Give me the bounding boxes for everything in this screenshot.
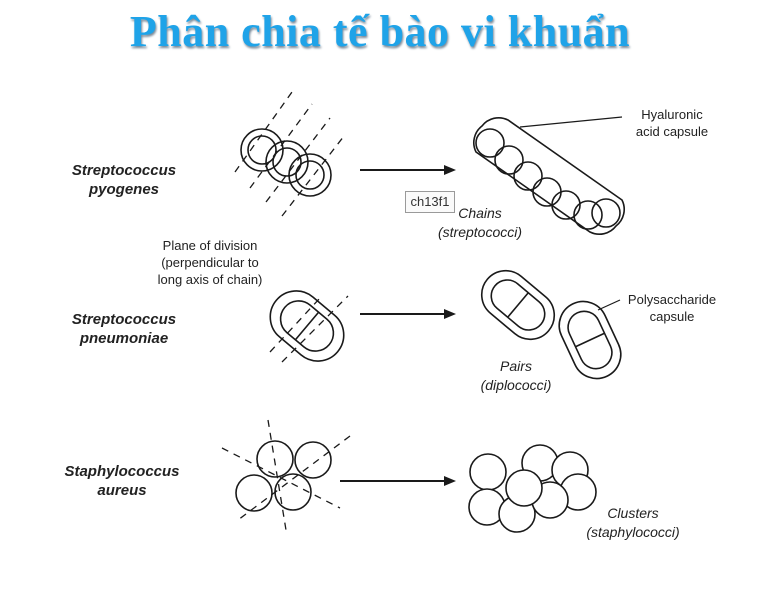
species-pyogenes-line2: pyogenes — [88, 181, 160, 198]
aureus-division-planes — [221, 419, 351, 531]
diplococci-pair-2 — [558, 300, 622, 380]
result-pairs-line1: Pairs — [500, 358, 532, 374]
result-chains-line2: (streptococci) — [437, 224, 523, 240]
species-aureus-line2: aureus — [97, 482, 147, 499]
species-label-pneumoniae: Streptococcus pneumoniae — [58, 310, 190, 348]
result-label-pairs: Pairs (diplococci) — [460, 357, 572, 395]
pyogenes-division-planes — [234, 91, 345, 217]
pneumoniae-division-planes — [269, 295, 349, 363]
result-clusters-line2: (staphylococci) — [586, 524, 680, 540]
species-label-pyogenes: Streptococcus pyogenes — [58, 161, 190, 199]
capsule-hyaluronic-line2: acid capsule — [635, 124, 709, 139]
plane-note-line2: (perpendicular to — [161, 255, 259, 270]
staphylococci-cluster — [468, 444, 597, 533]
streptococci-chain — [473, 117, 625, 235]
species-pneumoniae-line2: pneumoniae — [79, 330, 169, 347]
capsule-label-hyaluronic: Hyaluronic acid capsule — [612, 106, 732, 140]
result-clusters-line1: Clusters — [607, 505, 659, 521]
result-label-clusters: Clusters (staphylococci) — [572, 504, 694, 542]
pneumoniae-dividing-cell — [269, 290, 345, 362]
result-label-chains: Chains (streptococci) — [420, 204, 540, 242]
capsule-label-polysaccharide: Polysaccharide capsule — [614, 291, 730, 325]
pyogenes-dividing-cells — [240, 128, 332, 197]
diplococci-pair-1 — [480, 269, 556, 341]
capsule-pointer-row1 — [519, 116, 623, 128]
plane-note-line3: long axis of chain) — [157, 272, 263, 287]
capsule-hyaluronic-line1: Hyaluronic — [641, 107, 703, 122]
capsule-polysaccharide-line2: capsule — [649, 309, 695, 324]
capsule-polysaccharide-line1: Polysaccharide — [627, 292, 717, 307]
plane-note-line1: Plane of division — [162, 238, 258, 253]
slide-title: Phân chia tế bào vi khuẩn — [129, 7, 631, 56]
capsule-pointer-row2 — [597, 299, 621, 311]
figure-tag: ch13f1 — [405, 191, 455, 213]
species-aureus-line1: Staphylococcus — [64, 463, 180, 480]
aureus-dividing-cells — [235, 440, 332, 512]
species-pyogenes-line1: Streptococcus — [71, 162, 177, 179]
result-pairs-line2: (diplococci) — [480, 377, 552, 393]
species-pneumoniae-line1: Streptococcus — [71, 311, 177, 328]
species-label-aureus: Staphylococcus aureus — [56, 462, 188, 500]
plane-of-division-note: Plane of division (perpendicular to long… — [140, 237, 280, 288]
result-chains-line1: Chains — [458, 205, 502, 221]
